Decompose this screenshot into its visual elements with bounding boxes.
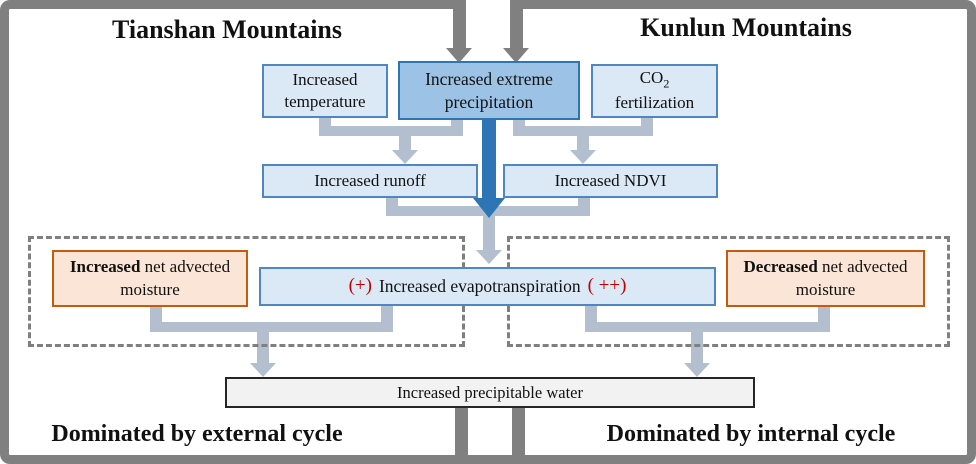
connector-merge-bar [513,126,653,136]
footer-label-internal-cycle: Dominated by internal cycle [606,421,896,447]
evapo-text: Increased evapotranspiration [378,276,581,297]
box-increased-extreme-precipitation: Increased extreme precipitation [398,61,580,120]
box-decreased-net-advected-moisture: Decreased net advected moisture [726,250,925,307]
cycle-arm-bottom-right [512,408,525,456]
arrow-down-icon [476,250,502,264]
box-increased-net-advected-moisture-label: Increased net advected moisture [54,256,246,300]
region-title-kunlun: Kunlun Mountains [640,13,852,42]
cycle-arm-bottom-left [455,408,468,456]
advected-right-rest: net advected moisture [795,257,908,299]
arrow-down-icon [392,150,418,164]
cycle-arm-top-right [510,8,523,48]
box-co2-fertilization: CO2 fertilization [591,64,718,118]
advected-left-emphasis: Increased [69,257,141,277]
box-increased-evapotranspiration: (+) Increased evapotranspiration ( ++) [259,267,716,306]
connector-shaft [483,216,495,250]
arrow-down-icon [684,363,710,377]
connector-shaft [577,136,589,150]
cycle-arm-top-left [453,8,466,48]
advected-right-emphasis: Decreased [743,257,818,277]
box-increased-ndvi: Increased NDVI [503,164,718,198]
box-increased-precipitable-water: Increased precipitable water [225,377,755,408]
box-increased-precipitable-water-label: Increased precipitable water [397,382,583,402]
box-increased-ndvi-label: Increased NDVI [554,170,667,190]
arrow-down-icon [250,363,276,377]
connector-shaft [691,332,703,363]
arrow-down-icon [446,48,472,63]
connector-shaft [399,136,411,150]
arrow-down-icon [570,150,596,164]
box-increased-runoff-label: Increased runoff [314,170,426,190]
box-increased-net-advected-moisture: Increased net advected moisture [52,250,248,307]
connector-merge-bar [150,322,393,332]
box-increased-evapotranspiration-label: (+) Increased evapotranspiration ( ++) [349,274,627,299]
thick-blue-arrow-head-icon [473,198,505,218]
box-increased-temperature: Increased temperature [262,64,388,118]
arrow-down-icon [503,48,529,63]
region-title-tianshan: Tianshan Mountains [111,15,342,44]
box-increased-extreme-precipitation-label: Increased extreme precipitation [425,68,553,112]
evapo-plus-left: (+) [348,275,372,297]
co2-base: CO [639,68,664,88]
co2-formula: CO2 [640,67,670,92]
connector-merge-bar [585,322,830,332]
box-decreased-net-advected-moisture-label: Decreased net advected moisture [728,256,923,300]
cycle-frame-top-gap [466,0,510,9]
thick-blue-arrow-shaft [482,120,496,200]
footer-label-external-cycle: Dominated by external cycle [51,421,343,447]
box-increased-runoff: Increased runoff [262,164,478,198]
connector-shaft [257,332,269,363]
evapo-plus-right: ( ++) [587,275,627,297]
advected-left-rest: net advected moisture [120,257,231,299]
connector-stub [381,306,393,327]
co2-fertilization-label: fertilization [614,93,695,113]
connector-merge-bar [319,126,463,136]
connector-stub [585,306,597,327]
box-increased-temperature-label: Increased temperature [284,69,366,111]
co2-subscript: 2 [663,76,670,91]
